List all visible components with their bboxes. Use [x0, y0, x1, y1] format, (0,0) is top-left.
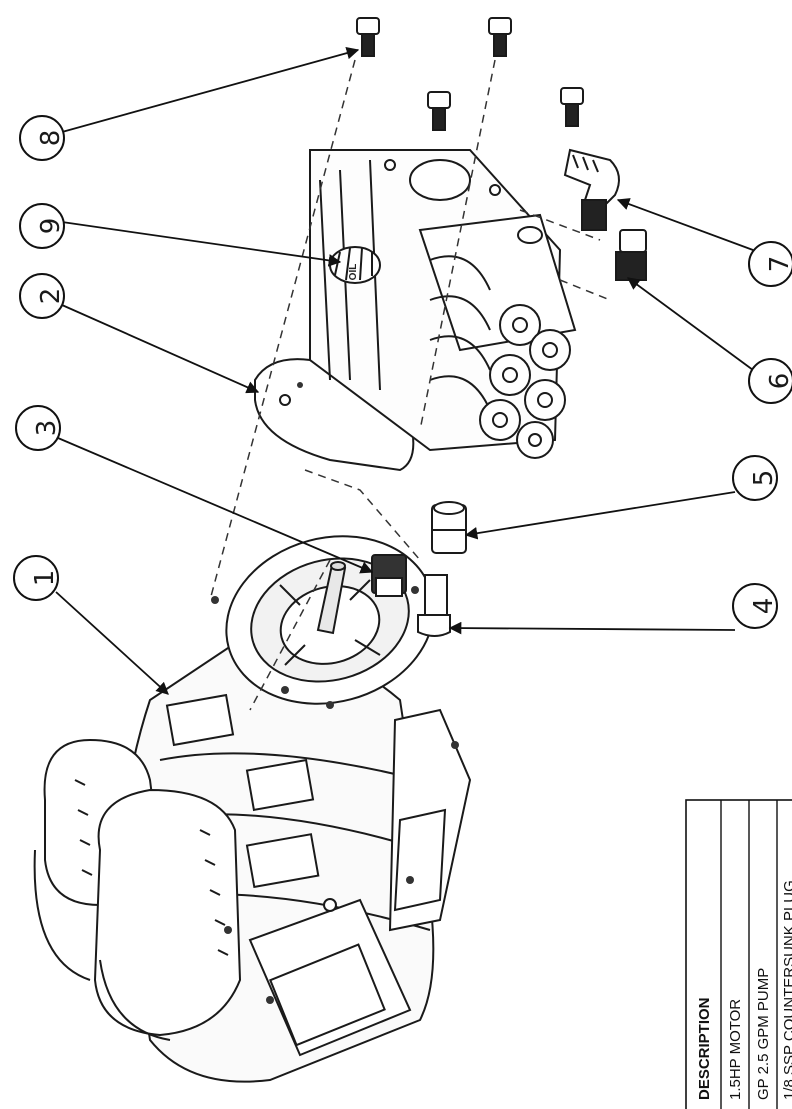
callout-6: 6: [748, 358, 792, 404]
leader-lines: [55, 46, 754, 695]
pump-assembly: [254, 149, 577, 472]
countersunk-plug: [371, 554, 407, 597]
motor: [33, 535, 472, 1083]
bolt: [427, 91, 451, 131]
svg-text:3: 3: [32, 420, 62, 437]
svg-text:1: 1: [30, 570, 60, 587]
callout-2: 2: [19, 273, 66, 319]
callout-4: 4: [732, 583, 779, 629]
elbow-barb-fitting: [563, 148, 620, 231]
callout-8: 8: [19, 115, 66, 161]
bom-row: 1/8 SSP COUNTERSUNK PLUG: [781, 880, 792, 1100]
callout-9: 9: [19, 203, 66, 249]
svg-text:4: 4: [749, 598, 779, 615]
bom-table: DESCRIPTION 1.5HP MOTOR GP 2.5 GPM PUMP …: [685, 799, 792, 1109]
alignment-lines: [209, 59, 611, 711]
callout-7: 7: [748, 241, 792, 287]
svg-text:7: 7: [765, 256, 792, 273]
bolt: [560, 87, 584, 127]
nipple-fitting: [615, 229, 647, 281]
svg-text:8: 8: [36, 130, 66, 147]
bom-row: 1.5HP MOTOR: [727, 999, 744, 1100]
elbow-fitting: [417, 574, 451, 637]
svg-text:2: 2: [36, 288, 66, 305]
bolt: [488, 17, 512, 57]
svg-text:5: 5: [749, 470, 779, 487]
bom-header: DESCRIPTION: [696, 997, 713, 1100]
callout-3: 3: [15, 405, 62, 451]
callout-1: 1: [13, 555, 60, 601]
svg-text:9: 9: [36, 218, 66, 235]
bolt: [356, 17, 380, 57]
oil-cap-label: OIL: [348, 264, 359, 281]
coupler: [431, 501, 467, 554]
bom-row: GP 2.5 GPM PUMP: [755, 968, 772, 1100]
callout-5: 5: [732, 455, 779, 501]
svg-text:6: 6: [765, 373, 792, 390]
